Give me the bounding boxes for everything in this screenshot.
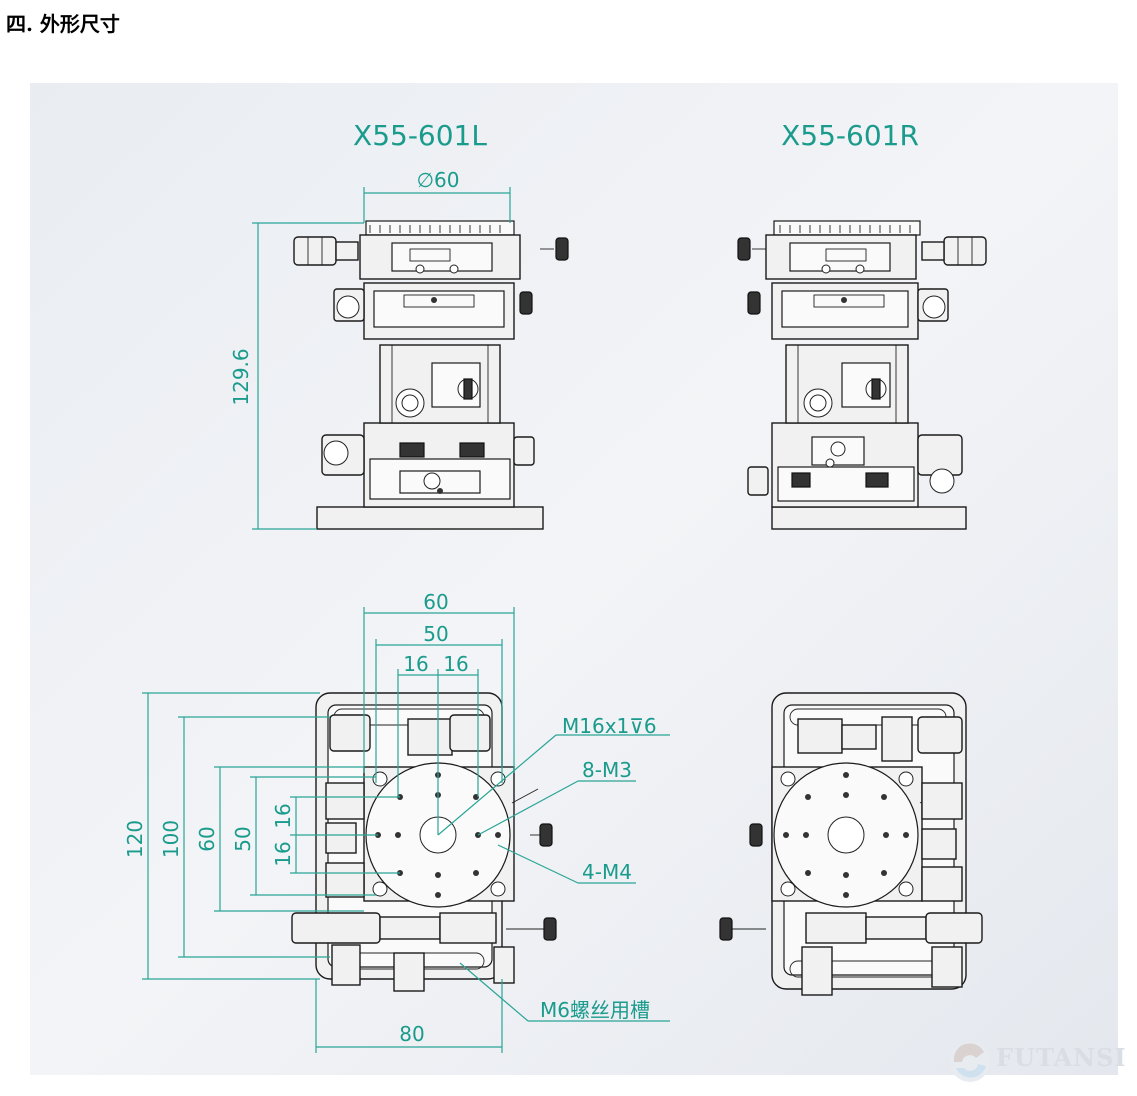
dim-label-height-50: 50 [231,826,255,851]
model-title-left: X55-601L [353,119,487,152]
dim-label-width-50: 50 [423,622,448,646]
callout-holes-4: 4-M4 [582,860,632,884]
dim-label-diameter: ∅60 [417,168,460,192]
dim-label-width-16a: 16 [403,652,428,676]
dim-label-width-16b: 16 [443,652,468,676]
technical-drawing-panel: X55-601L X55-601R [30,83,1118,1075]
dimension-drawing: X55-601L X55-601R [30,83,1118,1075]
dim-label-height: 129.6 [229,348,253,405]
dim-label-height-60: 60 [195,826,219,851]
model-title-right: X55-601R [781,119,919,152]
front-view-left [293,220,569,530]
dim-label-height-16b: 16 [271,841,295,866]
callout-holes-8: 8-M3 [582,758,632,782]
section-heading: 四. 外形尺寸 [6,12,120,36]
brand-name: FUTANSI [996,1043,1127,1072]
brand-logo-icon [950,1042,990,1082]
dim-label-width-60: 60 [423,590,448,614]
top-view-dimension-lines [142,607,670,1053]
callout-center-thread: M16x1⊽6 [562,714,657,738]
callout-slot: M6螺丝用槽 [540,998,650,1022]
dim-label-height-100: 100 [159,820,183,858]
dim-label-bottom-width: 80 [399,1022,424,1046]
dim-label-height-16a: 16 [271,803,295,828]
top-view-right [719,692,983,996]
dim-label-height-120: 120 [123,820,147,858]
front-view-right [737,220,987,530]
